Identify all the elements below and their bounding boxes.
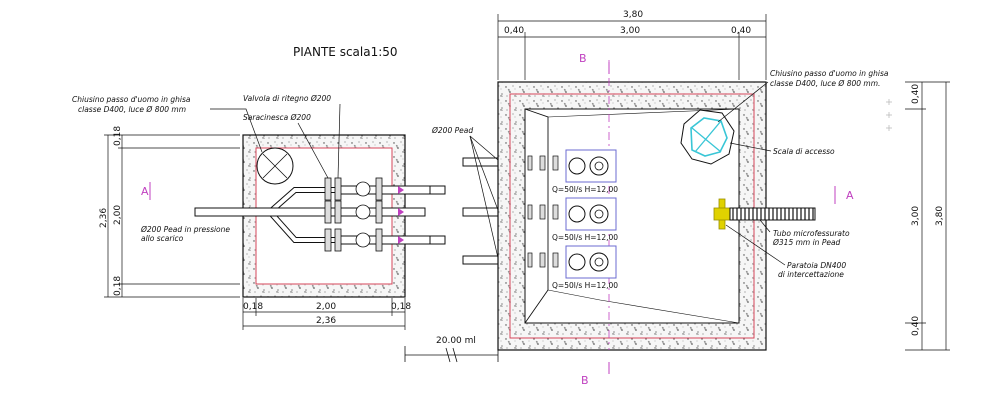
pump-2 [527,197,617,231]
left-tank [194,134,431,298]
pump-1-label: Q=50l/s H=12,00 [552,185,618,194]
right-side-dimensions [905,81,950,351]
tube-label-2: Ø315 mm in Pead [772,238,841,247]
corner-marks [886,99,892,131]
pump-labels: Q=50l/s H=12,00 Q=50l/s H=12,00 Q=50l/s … [552,185,618,290]
pipes-label: Ø200 Pead [431,126,473,135]
pump-2-label: Q=50l/s H=12,00 [552,233,618,242]
dim-left-1: 2,00 [113,205,123,225]
dim-right-total: 3,80 [935,206,945,226]
dim-bottom-0: 0,18 [243,302,263,312]
micro-slotted-tube [729,207,816,221]
dim-top-0: 0,40 [504,26,524,36]
break-dimension-label: 20.00 ml [436,336,476,346]
check-valve-label: Valvola di ritegno Ø200 [243,94,331,103]
dim-left-2: 0,18 [113,276,123,296]
gate-label-2: di intercettazione [778,270,844,279]
right-top-dimensions [497,14,767,80]
gate-label: Paratoia DN400 [787,261,846,270]
break-dimension [404,346,499,363]
dim-left-total: 2,36 [99,208,109,228]
pipe-out-label-2: allo scarico [141,234,184,243]
right-top-dimension-text: 3,80 0,40 3,00 0,40 [504,10,751,36]
left-dimensions [104,134,406,330]
svg-text:B: B [579,52,587,65]
right-labels: Ø200 Pead Chiusino passo d'uomo in ghisa… [431,69,889,279]
section-a-marker-right: A [834,186,854,204]
dim-bottom-1: 2,00 [316,302,336,312]
drawing-title: PIANTE scala1:50 [293,45,398,59]
svg-text:A: A [846,189,854,202]
dim-right-2: 0,40 [911,316,921,336]
right-side-dimension-text: 0,40 3,00 0,40 3,80 [911,84,945,336]
svg-text:A: A [141,185,149,198]
dim-top-2: 0,40 [731,26,751,36]
tube-label: Tubo microfessurato [773,229,850,238]
dim-left-0: 0,18 [113,126,123,146]
dim-right-1: 3,00 [911,206,921,226]
right-tank [497,60,767,351]
left-dimension-text: 0,18 2,00 0,18 2,36 0,18 2,00 0,18 2,36 [99,126,411,326]
right-manhole-class-label: classe D400, luce Ø 800 mm. [770,79,880,88]
dim-bottom-total: 2,36 [316,316,336,326]
dim-top-total: 3,80 [623,10,643,20]
left-labels: Chiusino passo d'uomo in ghisa classe D4… [72,94,341,243]
manhole-icon [256,147,294,185]
gate-valve-label: Saracinesca Ø200 [243,113,311,122]
section-b-marker-top: B [579,52,610,74]
dim-top-1: 3,00 [620,26,640,36]
stair-label: Scala di accesso [773,147,835,156]
manhole-class-label: classe D400, luce Ø 800 mm [78,105,186,114]
pump-1 [527,149,617,183]
left-valves [324,177,383,252]
stair-icon [680,109,735,165]
section-b-marker-bottom: B [581,362,610,387]
gate-icon [713,198,731,230]
pump-3-label: Q=50l/s H=12,00 [552,281,618,290]
pumps [527,149,617,279]
dim-bottom-2: 0,18 [391,302,411,312]
pipe-out-label: Ø200 Pead in pressione [140,225,230,234]
pump-3 [527,245,617,279]
svg-text:B: B [581,374,589,387]
section-a-marker-left: A [141,182,151,200]
dim-right-0: 0,40 [911,84,921,104]
manhole-label: Chiusino passo d'uomo in ghisa [72,95,191,104]
right-manhole-label: Chiusino passo d'uomo in ghisa [770,69,889,78]
